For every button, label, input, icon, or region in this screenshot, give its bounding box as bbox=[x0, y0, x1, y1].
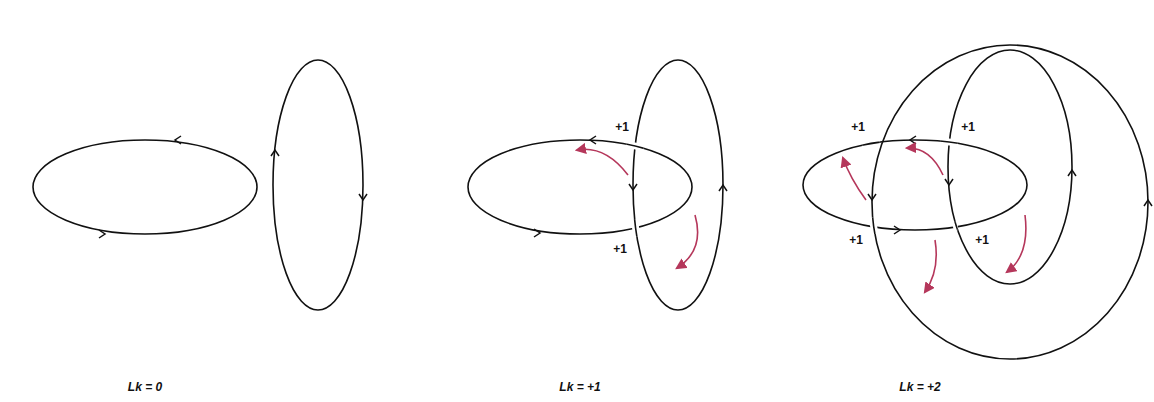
dna-strands bbox=[33, 45, 1148, 359]
strand-loop bbox=[872, 45, 1148, 359]
linking-number-label: Lk = +2 bbox=[897, 381, 942, 394]
direction-arrows bbox=[99, 136, 1152, 238]
strand-loop bbox=[803, 140, 1027, 230]
crossing-sign: +1 bbox=[611, 243, 629, 256]
linking-number-label: Lk = +1 bbox=[557, 381, 602, 394]
crossing-sign: +1 bbox=[973, 234, 991, 247]
crossing-overlays bbox=[468, 45, 1148, 359]
rotation-arrows bbox=[577, 148, 1026, 292]
crossing-sign: +1 bbox=[613, 121, 631, 134]
crossing-sign: +1 bbox=[847, 234, 865, 247]
strand-loop bbox=[33, 140, 257, 234]
crossing-sign: +1 bbox=[959, 121, 977, 134]
strand-loop bbox=[468, 140, 692, 234]
strand-loop bbox=[948, 50, 1072, 284]
strand-loop bbox=[273, 60, 363, 310]
linking-number-label: Lk = 0 bbox=[126, 381, 164, 394]
strand-loop bbox=[633, 60, 723, 310]
crossing-sign: +1 bbox=[849, 121, 867, 134]
